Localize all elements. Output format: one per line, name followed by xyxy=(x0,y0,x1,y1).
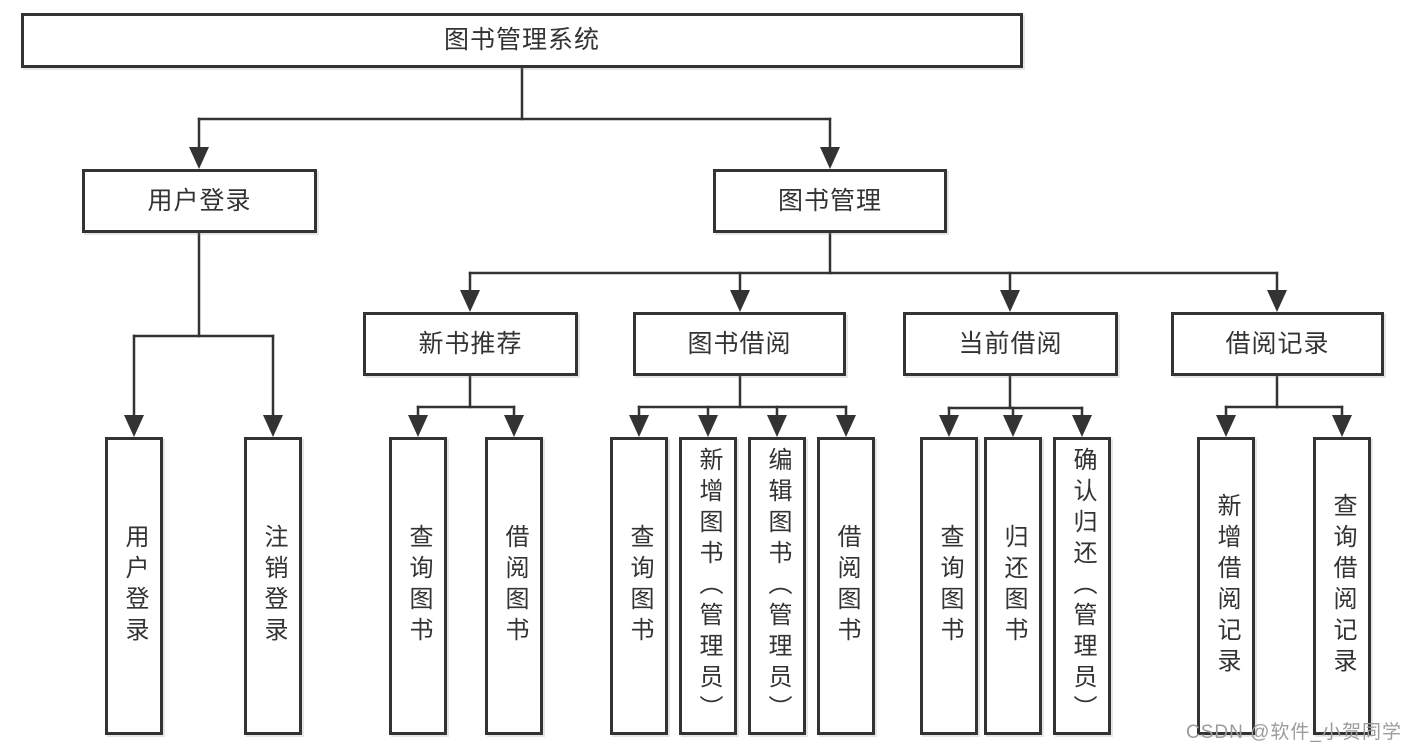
connector-records-to-leaves xyxy=(1216,374,1352,437)
node-library-system: 图书管理系统 xyxy=(21,13,1023,68)
node-new-book-recommend: 新书推荐 xyxy=(363,312,578,376)
node-book-management: 图书管理 xyxy=(713,169,947,233)
leaf-query-books-recommend: 查询图书 xyxy=(389,437,447,735)
leaf-confirm-return-admin: 确认归还（管理员） xyxy=(1053,437,1111,735)
node-borrow-records: 借阅记录 xyxy=(1171,312,1384,376)
leaf-query-books-current: 查询图书 xyxy=(920,437,978,735)
leaf-query-books-borrow: 查询图书 xyxy=(610,437,668,735)
leaf-query-borrow-record: 查询借阅记录 xyxy=(1313,437,1371,735)
leaf-borrow-books-recommend: 借阅图书 xyxy=(485,437,543,735)
leaf-borrow-books: 借阅图书 xyxy=(817,437,875,735)
connector-newbook-to-leaves xyxy=(408,374,524,437)
leaf-add-books-admin: 新增图书（管理员） xyxy=(679,437,737,735)
leaf-return-books: 归还图书 xyxy=(984,437,1042,735)
connector-root-to-level1 xyxy=(189,66,840,169)
connector-borrow-to-leaves xyxy=(629,374,856,437)
connector-mgmt-to-level2 xyxy=(460,231,1287,312)
leaf-logout: 注销登录 xyxy=(244,437,302,735)
connector-current-to-leaves xyxy=(939,374,1092,437)
leaf-user-login: 用户登录 xyxy=(105,437,163,735)
leaf-edit-books-admin: 编辑图书（管理员） xyxy=(748,437,806,735)
node-book-borrow: 图书借阅 xyxy=(633,312,846,376)
csdn-watermark: CSDN @软件_小贺同学 xyxy=(1186,722,1402,743)
node-user-login: 用户登录 xyxy=(82,169,317,233)
connector-login-to-leaves xyxy=(124,231,283,437)
leaf-add-borrow-record: 新增借阅记录 xyxy=(1197,437,1255,735)
node-current-borrow: 当前借阅 xyxy=(903,312,1118,376)
